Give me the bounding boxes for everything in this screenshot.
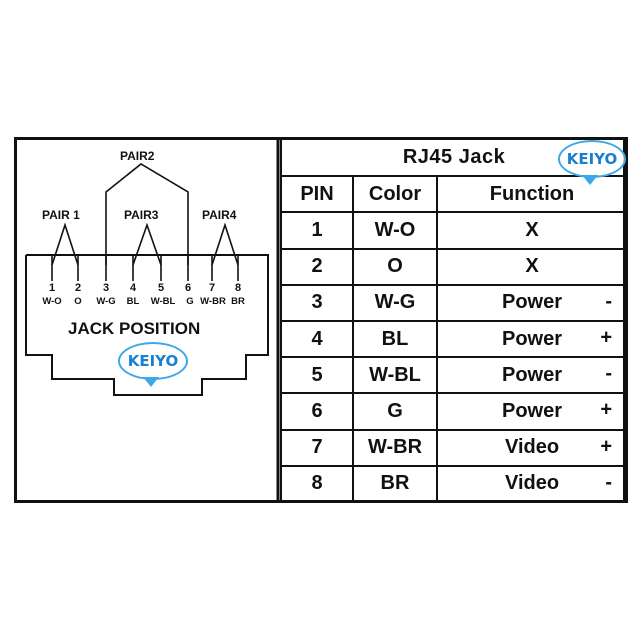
header-function: Function <box>435 175 629 214</box>
pin-cell: 2 <box>280 247 354 286</box>
pin-cell: 5 <box>280 356 354 395</box>
pair3-label: PAIR3 <box>124 208 159 222</box>
function-text: Power <box>502 363 563 386</box>
color-cell: W-O <box>352 211 438 250</box>
function-text: Power <box>502 399 563 422</box>
jack-position-label: JACK POSITION <box>68 319 201 338</box>
pin-number: 8 <box>234 282 242 294</box>
pair2-bracket <box>105 163 189 265</box>
pair4-bracket <box>211 222 239 266</box>
function-text: Video <box>504 472 560 495</box>
function-text: X <box>525 218 539 241</box>
polarity-sign: - <box>605 362 613 385</box>
color-cell: W-BL <box>352 356 438 395</box>
watermark-pointer-icon <box>582 175 598 185</box>
function-cell: Video - <box>435 464 629 504</box>
pin-number: 1 <box>48 282 56 294</box>
keiyo-watermark: KEIYO <box>118 342 188 380</box>
pair1-label: PAIR 1 <box>42 208 80 222</box>
table-row: 5 W-BL Power - <box>280 356 629 395</box>
function-text: X <box>525 255 539 278</box>
header-pin: PIN <box>280 175 354 214</box>
pin-color: W-G <box>96 296 116 307</box>
pin-cell: 7 <box>280 428 354 467</box>
function-cell: Power - <box>435 356 629 395</box>
polarity-sign: + <box>600 398 613 421</box>
pin-color: BR <box>231 296 245 307</box>
color-cell: BL <box>352 319 438 359</box>
table-row: 3 W-G Power - <box>280 283 629 322</box>
jack-outline <box>25 254 269 396</box>
table-row: 6 G Power + <box>280 392 629 431</box>
jack-diagram: PAIR 1 PAIR2 PAIR3 PAIR4 1 2 3 4 5 6 7 8… <box>14 137 280 503</box>
pinout-table: RJ45 Jack PIN Color Function 1 W-O X 2 O… <box>279 136 629 504</box>
pin-color: W-O <box>42 296 62 307</box>
function-cell: Power + <box>435 319 629 359</box>
pin-number: 7 <box>208 282 216 294</box>
pair1-bracket <box>51 222 79 266</box>
polarity-sign: + <box>600 326 613 349</box>
table-row: 4 BL Power + <box>280 319 629 359</box>
function-text: Power <box>502 327 563 350</box>
pin-color: W-BL <box>150 296 176 307</box>
jack-drawing <box>25 137 280 503</box>
function-text: Power <box>502 291 563 314</box>
keiyo-watermark: KEIYO <box>558 140 626 178</box>
function-text: Video <box>504 436 560 459</box>
color-cell: G <box>352 392 438 431</box>
table-row: 7 W-BR Video + <box>280 428 629 467</box>
color-cell: W-G <box>352 283 438 322</box>
color-cell: BR <box>352 464 438 504</box>
pin-number: 4 <box>129 282 137 294</box>
function-cell: X <box>435 247 629 286</box>
header-color: Color <box>352 175 438 214</box>
pin-number: 6 <box>184 282 192 294</box>
function-cell: X <box>435 211 629 250</box>
polarity-sign: - <box>605 290 613 313</box>
polarity-sign: - <box>605 471 613 494</box>
pin-cell: 6 <box>280 392 354 431</box>
pin-number: 5 <box>157 282 165 294</box>
function-cell: Power + <box>435 392 629 431</box>
pair3-bracket <box>132 222 162 266</box>
pin-cell: 4 <box>280 319 354 359</box>
pin-color: O <box>74 296 82 307</box>
pin-cell: 1 <box>280 211 354 250</box>
table-row: 8 BR Video - <box>280 464 629 504</box>
color-cell: W-BR <box>352 428 438 467</box>
pin-color: BL <box>126 296 140 307</box>
function-cell: Power - <box>435 283 629 322</box>
pin-cell: 8 <box>280 464 354 504</box>
pin-color: W-BR <box>200 296 226 307</box>
polarity-sign: + <box>600 434 613 457</box>
function-cell: Video + <box>435 428 629 467</box>
pair2-label: PAIR2 <box>120 149 155 163</box>
watermark-pointer-icon <box>143 377 159 387</box>
pin-number: 2 <box>74 282 82 294</box>
pin-lines <box>51 255 239 281</box>
pin-color: G <box>186 296 194 307</box>
table-row: 2 O X <box>280 247 629 286</box>
table-row: 1 W-O X <box>280 211 629 250</box>
pin-cell: 3 <box>280 283 354 322</box>
color-cell: O <box>352 247 438 286</box>
pin-number: 3 <box>102 282 110 294</box>
pair4-label: PAIR4 <box>202 208 237 222</box>
